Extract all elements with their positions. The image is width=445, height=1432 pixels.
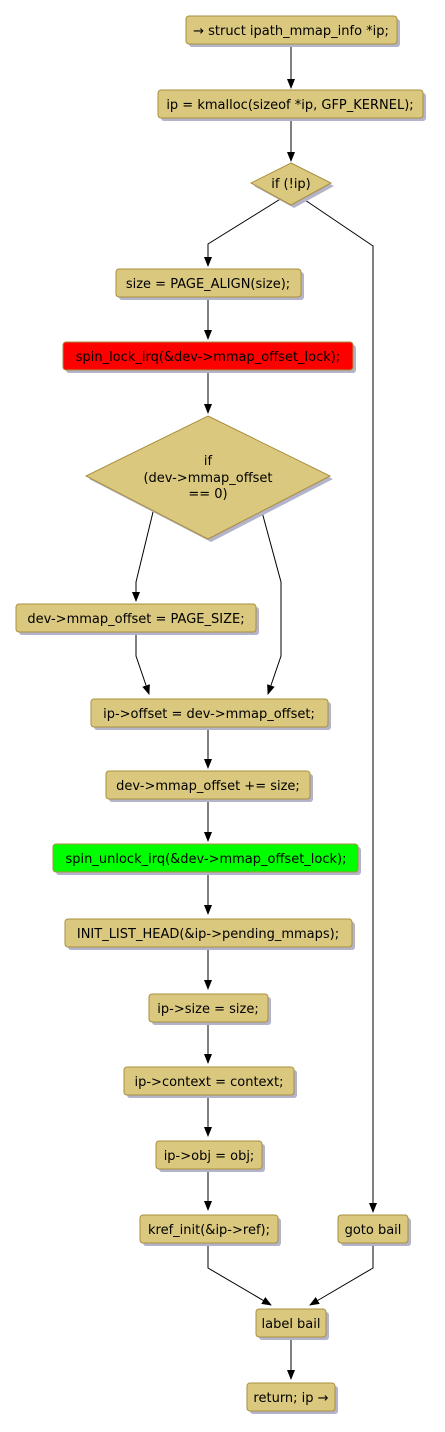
page-align-label: size = PAGE_ALIGN(size); bbox=[126, 277, 290, 292]
if-offset-label-line1: if bbox=[204, 454, 213, 469]
kmalloc-node[interactable]: ip = kmalloc(sizeof *ip, GFP_KERNEL); bbox=[157, 89, 426, 121]
init-list-label: INIT_LIST_HEAD(&ip->pending_mmaps); bbox=[77, 927, 339, 942]
if-offset-label-line2: (dev->mmap_offset bbox=[143, 471, 272, 486]
page-align-node[interactable]: size = PAGE_ALIGN(size); bbox=[115, 268, 304, 300]
kref-init-label: kref_init(&ip->ref); bbox=[148, 1223, 270, 1238]
kmalloc-label: ip = kmalloc(sizeof *ip, GFP_KERNEL); bbox=[166, 98, 413, 113]
if-ip-label: if (!ip) bbox=[271, 177, 311, 192]
edges bbox=[132, 46, 377, 1380]
ip-offset-label: ip->offset = dev->mmap_offset; bbox=[103, 707, 315, 722]
ip-context-label: ip->context = context; bbox=[135, 1075, 284, 1090]
edge-goto-bail-to-label-bail bbox=[309, 1246, 374, 1306]
nodes: → struct ipath_mmap_info *ip; ip = kmall… bbox=[15, 15, 426, 1414]
spin-lock-node[interactable]: spin_lock_irq(&dev->mmap_offset_lock); bbox=[62, 341, 356, 373]
return-label: return; ip → bbox=[253, 1391, 328, 1406]
goto-bail-node[interactable]: goto bail bbox=[337, 1214, 411, 1246]
goto-bail-label: goto bail bbox=[345, 1223, 402, 1238]
edge-if-ip-to-page-align bbox=[204, 197, 283, 267]
set-page-size-node[interactable]: dev->mmap_offset = PAGE_SIZE; bbox=[15, 603, 259, 635]
label-bail-label: label bail bbox=[261, 1317, 320, 1332]
ip-obj-label: ip->obj = obj; bbox=[164, 1149, 255, 1164]
edge-if-offset-to-ip-offset bbox=[261, 511, 282, 695]
edge-if-ip-to-goto-bail bbox=[301, 197, 377, 1213]
start-label: → struct ipath_mmap_info *ip; bbox=[193, 24, 389, 39]
init-list-node[interactable]: INIT_LIST_HEAD(&ip->pending_mmaps); bbox=[64, 918, 355, 950]
return-node[interactable]: return; ip → bbox=[246, 1382, 338, 1414]
ip-obj-node[interactable]: ip->obj = obj; bbox=[155, 1140, 265, 1172]
if-offset-label-line3: == 0) bbox=[188, 487, 227, 502]
start-node[interactable]: → struct ipath_mmap_info *ip; bbox=[185, 15, 400, 47]
if-offset-decision[interactable]: if (dev->mmap_offset == 0) bbox=[84, 415, 333, 542]
edge-set-page-size-to-ip-offset bbox=[135, 634, 150, 695]
offset-add-label: dev->mmap_offset += size; bbox=[116, 779, 300, 794]
kref-init-node[interactable]: kref_init(&ip->ref); bbox=[139, 1214, 281, 1246]
ip-size-label: ip->size = size; bbox=[157, 1002, 258, 1017]
offset-add-node[interactable]: dev->mmap_offset += size; bbox=[105, 770, 313, 802]
spin-lock-label: spin_lock_irq(&dev->mmap_offset_lock); bbox=[76, 350, 341, 365]
ip-offset-node[interactable]: ip->offset = dev->mmap_offset; bbox=[90, 698, 331, 730]
set-page-size-label: dev->mmap_offset = PAGE_SIZE; bbox=[27, 612, 244, 627]
ip-size-node[interactable]: ip->size = size; bbox=[148, 993, 271, 1025]
if-ip-decision[interactable]: if (!ip) bbox=[249, 162, 334, 208]
label-bail-node[interactable]: label bail bbox=[255, 1308, 329, 1340]
edge-kref-init-to-label-bail bbox=[207, 1246, 272, 1306]
edge-if-offset-to-set-page-size bbox=[132, 511, 154, 602]
ip-context-node[interactable]: ip->context = context; bbox=[123, 1066, 297, 1098]
spin-unlock-label: spin_unlock_irq(&dev->mmap_offset_lock); bbox=[66, 852, 347, 867]
spin-unlock-node[interactable]: spin_unlock_irq(&dev->mmap_offset_lock); bbox=[52, 843, 361, 875]
